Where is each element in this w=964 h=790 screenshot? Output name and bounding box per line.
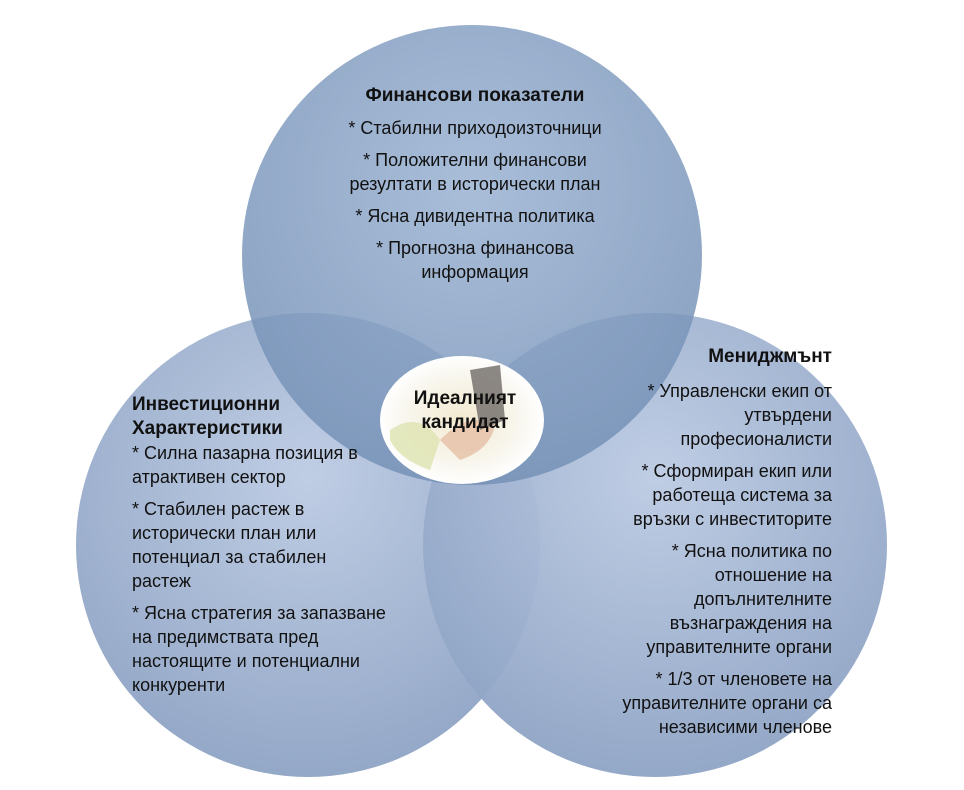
- financial-item: * Стабилни приходоизточници: [348, 118, 602, 138]
- management-item: * Ясна политика по отношение на допълнит…: [646, 541, 832, 657]
- management-block: Мениджмънт * Управленски екип от утвърде…: [560, 345, 832, 747]
- financial-item: * Прогнозна финансова информация: [376, 238, 574, 282]
- management-item: * Управленски екип от утвърдени професио…: [647, 381, 832, 449]
- investment-title: Инвестиционни Характеристики: [132, 394, 283, 439]
- investment-item: * Силна пазарна позиция в атрактивен сек…: [132, 443, 358, 487]
- handshake-image: [380, 356, 544, 484]
- financial-item: * Ясна дивидентна политика: [355, 206, 595, 226]
- financial-indicators-block: Финансови показатели * Стабилни приходои…: [280, 84, 670, 292]
- management-item: * 1/3 от членовете на управителните орга…: [622, 669, 832, 737]
- ideal-candidate-label: Идеалният кандидат: [413, 388, 517, 433]
- investment-item: * Стабилен растеж в исторически план или…: [132, 499, 327, 591]
- financial-item: * Положителни финансови резултати в исто…: [349, 150, 601, 194]
- financial-title: Финансови показатели: [365, 85, 585, 106]
- management-title: Мениджмънт: [708, 346, 832, 367]
- circle-financial: [242, 25, 702, 485]
- investment-item: * Ясна стратегия за запазване на предимс…: [132, 603, 386, 695]
- management-item: * Сформиран екип или работеща система за…: [633, 461, 832, 529]
- investment-characteristics-block: Инвестиционни Характеристики * Силна паз…: [132, 393, 422, 705]
